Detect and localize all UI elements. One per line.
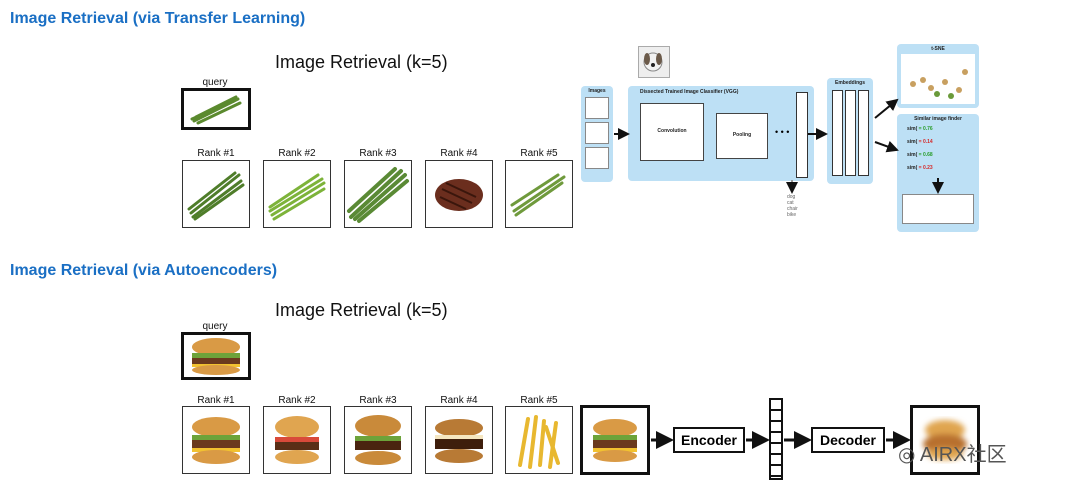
rank-label: Rank #1 — [197, 148, 235, 159]
rank-label: Rank #5 — [520, 395, 558, 406]
query-image-2 — [181, 332, 251, 380]
rank-image-burger — [344, 406, 412, 474]
retrieval-title-2: Image Retrieval (k=5) — [275, 300, 448, 320]
encoder-block: Encoder — [673, 427, 745, 453]
asparagus-thumb — [585, 147, 609, 169]
section-title-transfer: Image Retrieval (via Transfer Learning) — [10, 10, 306, 27]
rank-image-asparagus — [182, 160, 250, 228]
embeddings-panel: Embeddings — [827, 78, 873, 184]
reconstructed-image — [910, 405, 980, 475]
images-label: Images — [588, 88, 606, 94]
section-title-autoencoder: Image Retrieval (via Autoencoders) — [10, 262, 278, 279]
class-label: dog — [787, 194, 796, 200]
salad-thumb — [585, 122, 609, 144]
wechat-icon: ◎ — [898, 444, 916, 466]
rank-image-burger — [425, 406, 493, 474]
rank-image-fries — [505, 406, 573, 474]
asparagus-image — [190, 95, 242, 125]
sim-value: = 0.76 — [918, 126, 933, 132]
sim-text: sim( — [907, 152, 918, 158]
rank-image-asparagus — [344, 160, 412, 228]
tsne-panel: t-SNE — [897, 44, 979, 108]
class-label: chair — [787, 206, 798, 212]
sim-value: = 0.68 — [918, 152, 933, 158]
result-strip — [902, 194, 974, 224]
latent-code — [769, 398, 783, 480]
pooling-layer: Pooling — [716, 113, 768, 159]
burger-image — [192, 338, 240, 375]
embeddings-label: Embeddings — [834, 80, 865, 86]
feature-vector — [796, 92, 808, 178]
rank-label: Rank #5 — [520, 148, 558, 159]
rank-image-burger — [182, 406, 250, 474]
query-label-2: query — [202, 321, 228, 332]
decoder-block: Decoder — [811, 427, 885, 453]
rank-label: Rank #2 — [278, 148, 316, 159]
rank-label: Rank #3 — [359, 395, 397, 406]
rank-image-burger — [263, 406, 331, 474]
rank-image-steak — [425, 160, 493, 228]
class-label: cat — [787, 200, 794, 206]
sim-text: sim( — [907, 139, 918, 145]
rank-label: Rank #4 — [440, 395, 478, 406]
convolution-label: Convolution — [657, 128, 687, 134]
finder-label: Similar image finder — [914, 116, 962, 122]
rank-label: Rank #2 — [278, 395, 316, 406]
rank-label: Rank #4 — [440, 148, 478, 159]
ellipsis: • • • — [775, 127, 790, 137]
sim-text: sim( — [907, 165, 918, 171]
dog-image — [638, 46, 670, 78]
rank-label: Rank #3 — [359, 148, 397, 159]
sim-text: sim( — [907, 126, 918, 132]
class-output: dog cat chair bike — [787, 194, 798, 218]
pooling-label: Pooling — [732, 132, 752, 138]
query-image-1 — [181, 88, 251, 130]
tsne-label: t-SNE — [931, 46, 945, 52]
rank-image-asparagus — [505, 160, 573, 228]
sim-value: = 0.14 — [918, 139, 933, 145]
rank-image-asparagus — [263, 160, 331, 228]
convolution-layer: Convolution — [640, 103, 704, 161]
class-label: bike — [787, 212, 797, 218]
burger-thumb — [585, 97, 609, 119]
classifier-label: Dissected Trained Image Classifier (VGG) — [640, 89, 739, 95]
input-image — [580, 405, 650, 475]
tsne-scatter — [901, 54, 975, 104]
retrieval-title-1: Image Retrieval (k=5) — [275, 52, 448, 72]
query-label-1: query — [202, 77, 228, 88]
sim-value: = 0.23 — [918, 165, 933, 171]
watermark: ◎ AIRX社区 — [898, 438, 1007, 467]
watermark-text: AIRX社区 — [919, 444, 1007, 466]
images-panel: Images — [581, 86, 613, 182]
finder-panel: Similar image finder sim( = 0.76 sim( = … — [897, 114, 979, 232]
rank-label: Rank #1 — [197, 395, 235, 406]
